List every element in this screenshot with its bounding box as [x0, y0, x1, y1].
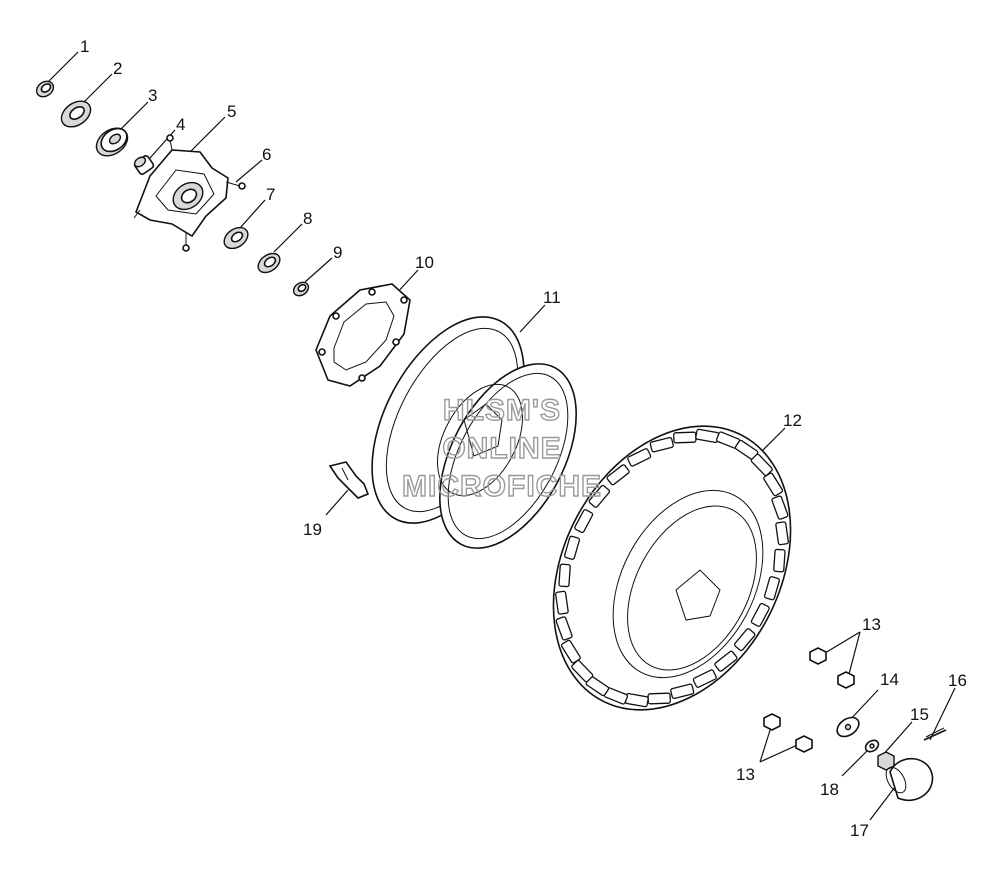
callout-8: 8: [303, 209, 312, 228]
part-18-washer: [864, 739, 880, 753]
tread-block: [555, 590, 569, 615]
part-19-valve-stem: [328, 461, 370, 499]
part-14-washer: [836, 716, 860, 738]
tread-block: [763, 472, 784, 497]
callout-labels: 1 2 3 4 5 6 7 8 9 10 11 12 13 13 14 15 1…: [80, 37, 967, 840]
part-10-gasket: [315, 283, 411, 387]
tread-block: [574, 509, 594, 534]
part-17-cap: [885, 757, 934, 801]
callout-15: 15: [910, 705, 929, 724]
tread-block: [563, 535, 581, 560]
callout-13-lower: 13: [736, 765, 755, 784]
callout-1: 1: [80, 37, 89, 56]
watermark-line-2: ONLINE: [442, 432, 561, 465]
part-1-seal: [35, 80, 55, 98]
tread-block: [627, 448, 652, 467]
part-2-washer: [60, 100, 92, 128]
callout-5: 5: [227, 102, 236, 121]
callout-3: 3: [148, 86, 157, 105]
tread-block: [588, 484, 611, 508]
part-12-tire: [552, 425, 792, 711]
part-16-cotter-pin: [923, 727, 947, 741]
tread-block: [750, 602, 770, 627]
watermark: HLSM'S ONLINE MICROFICHE: [401, 393, 602, 503]
tread-block: [771, 495, 789, 520]
callout-13-upper: 13: [862, 615, 881, 634]
part-9-spacer: [292, 281, 310, 297]
tread-block: [647, 692, 671, 705]
tread-block: [775, 521, 789, 546]
tread-block: [673, 431, 697, 444]
tread-block: [773, 548, 786, 573]
part-7-bearing: [223, 226, 249, 250]
callout-9: 9: [333, 243, 342, 262]
part-5-hub: [133, 134, 246, 252]
callout-19: 19: [303, 520, 322, 539]
tread-block: [558, 563, 571, 588]
callout-4: 4: [176, 115, 185, 134]
watermark-line-3: MICROFICHE: [402, 470, 602, 503]
callout-11: 11: [543, 288, 561, 307]
part-8-seal: [257, 252, 281, 274]
tread-block: [733, 628, 756, 652]
tread-block: [670, 683, 695, 700]
tread-block: [649, 436, 674, 453]
part-4-spacer: [133, 155, 155, 175]
tread-block: [571, 659, 594, 683]
callout-10: 10: [415, 253, 434, 272]
tire-tread-blocks: [555, 428, 789, 708]
tread-block: [606, 464, 630, 486]
callout-14: 14: [880, 670, 899, 689]
callout-17: 17: [850, 821, 869, 840]
callout-16: 16: [948, 671, 967, 690]
part-3-bearing: [95, 127, 129, 157]
watermark-line-1: HLSM'S: [443, 394, 561, 427]
tread-block: [555, 616, 573, 641]
tread-block: [714, 650, 738, 672]
tread-block: [763, 576, 781, 601]
callout-18: 18: [820, 780, 839, 799]
callout-6: 6: [262, 145, 271, 164]
part-13-nuts: [763, 647, 855, 753]
tread-block: [560, 639, 581, 664]
callout-2: 2: [113, 59, 122, 78]
tread-block: [750, 453, 773, 477]
part-11-rim: [371, 316, 577, 549]
callout-7: 7: [266, 185, 275, 204]
callout-12: 12: [783, 411, 802, 430]
tread-block: [692, 669, 717, 688]
